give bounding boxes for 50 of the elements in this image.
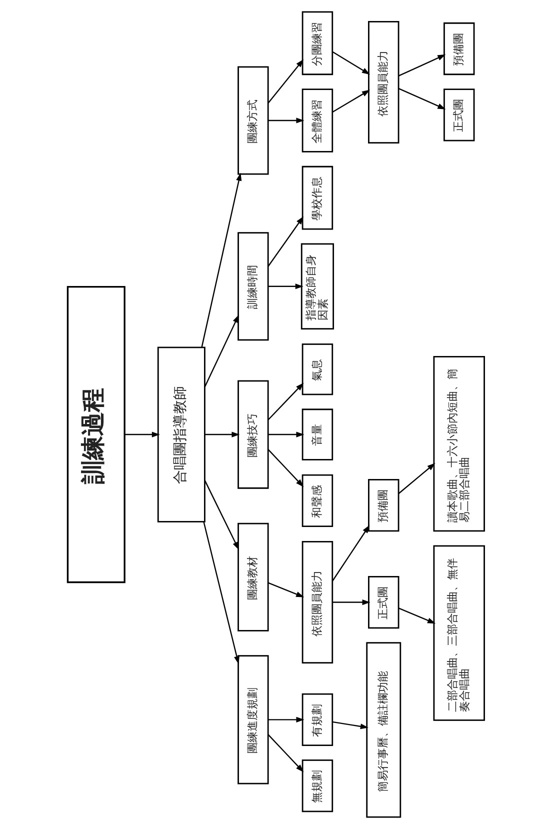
arrow xyxy=(332,525,370,582)
node-box: 讀本歌曲、十六小節內短曲、簡易二部合唱曲 xyxy=(433,356,485,532)
node-box: 團練方式 xyxy=(238,66,269,175)
node-box: 有規劃 xyxy=(302,693,334,746)
node-box: 和聲感 xyxy=(302,474,334,528)
arrow xyxy=(268,118,304,124)
node-box: 預備團 xyxy=(368,479,400,532)
arrow xyxy=(203,522,240,664)
node-box: 依照團員能力 xyxy=(302,541,334,664)
arrow xyxy=(124,432,160,438)
node-box: 無規劃 xyxy=(302,760,334,812)
node-box: 預備團 xyxy=(444,22,475,76)
arrow xyxy=(268,216,304,267)
arrow xyxy=(268,284,304,290)
arrow xyxy=(398,88,446,110)
arrow xyxy=(332,721,368,730)
arrow xyxy=(268,59,304,104)
node-box: 依照團員能力 xyxy=(368,21,400,144)
arrow xyxy=(268,382,304,420)
node-box: 簡易行事曆、備註欄功能 xyxy=(366,642,402,818)
node-box: 學校作息 xyxy=(302,166,334,230)
arrow xyxy=(332,51,370,75)
node-box: 訓練時間 xyxy=(238,232,269,341)
arrow xyxy=(332,90,370,113)
node-box: 全體練習 xyxy=(302,88,334,152)
node-box: 音量 xyxy=(302,408,334,460)
node-box: 訓練過程 xyxy=(66,286,126,584)
arrow xyxy=(201,172,242,348)
arrow xyxy=(398,608,436,624)
node-box: 二部合唱曲、三部合唱曲、無伴奏合唱曲 xyxy=(433,545,485,721)
arrow xyxy=(204,432,240,438)
arrow xyxy=(332,599,370,606)
arrow xyxy=(398,54,446,76)
node-box: 團練技巧 xyxy=(238,380,269,489)
node-box: 團練教材 xyxy=(238,522,269,632)
arrow xyxy=(204,314,239,388)
arrow xyxy=(268,432,304,438)
arrow xyxy=(268,716,304,722)
node-box: 正式團 xyxy=(368,576,400,629)
arrow xyxy=(204,480,239,550)
node-box: 團練進度規劃 xyxy=(238,655,269,784)
arrow xyxy=(398,462,436,494)
node-box: 合唱團指導教師 xyxy=(157,346,206,522)
node-box: 氣息 xyxy=(302,343,334,396)
node-box: 分團練習 xyxy=(302,11,334,76)
arrow xyxy=(268,734,304,772)
arrow xyxy=(268,449,304,488)
arrow xyxy=(268,582,304,598)
node-box: 指導教師自身因素 xyxy=(300,243,334,330)
node-box: 正式團 xyxy=(444,88,475,142)
